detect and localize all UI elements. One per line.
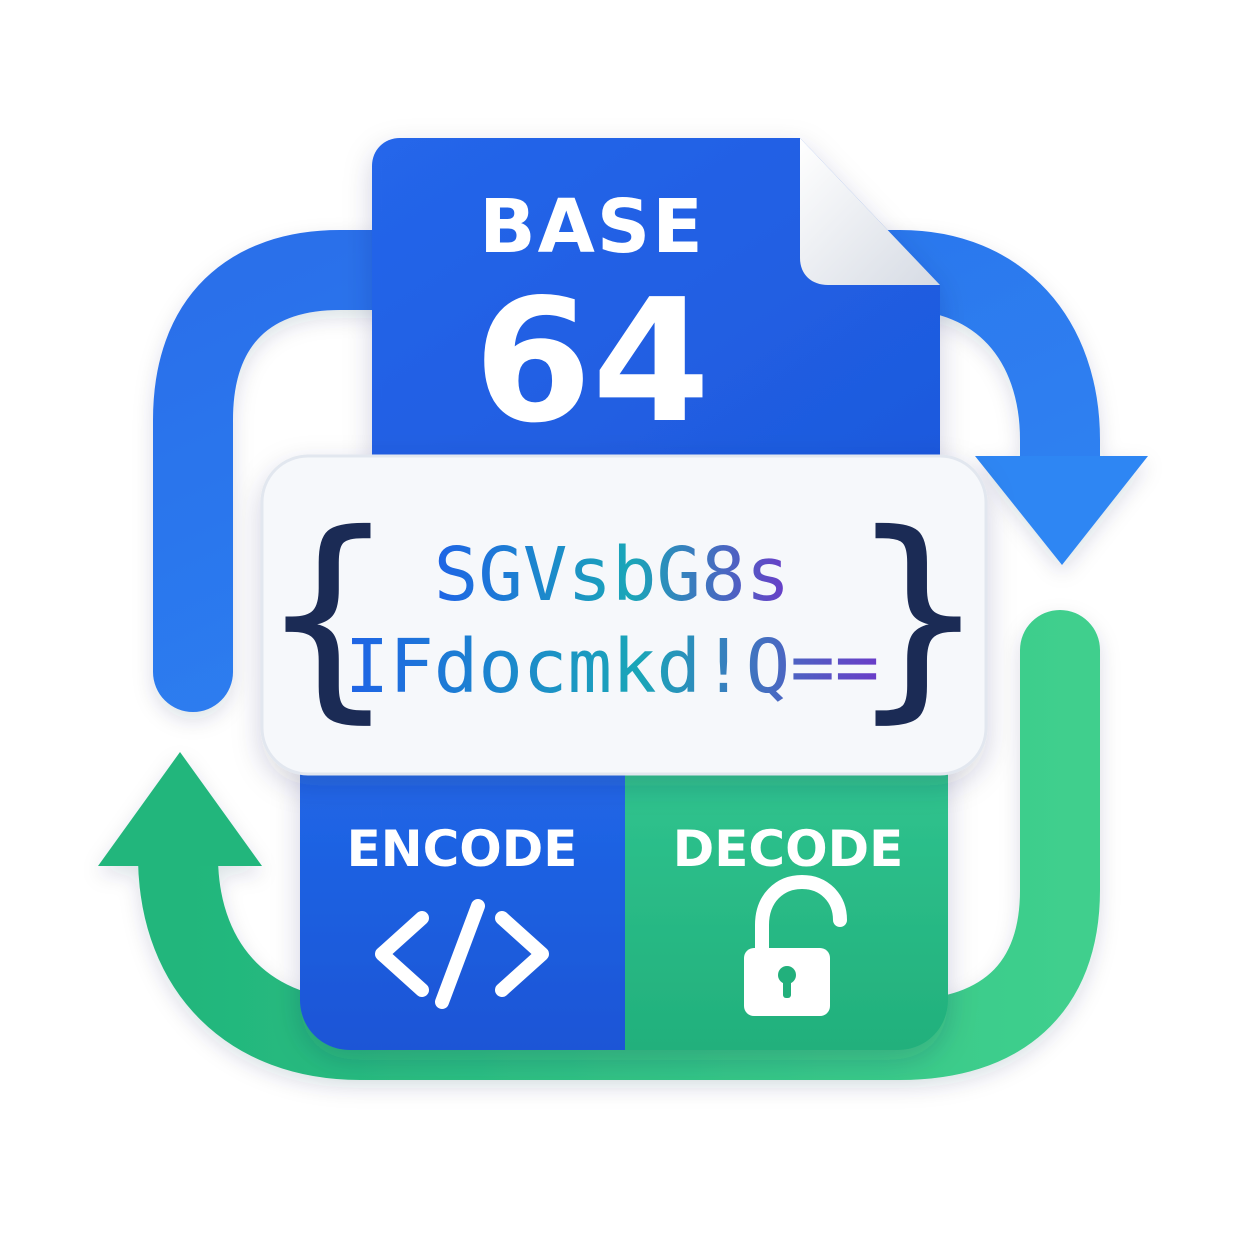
unlocked-padlock-icon: [744, 874, 847, 1016]
code-icon: [375, 899, 549, 1009]
close-brace: }: [852, 486, 984, 742]
title-64: 64: [474, 263, 711, 461]
encode-label: ENCODE: [347, 820, 578, 878]
title-base: BASE: [479, 184, 705, 270]
encoded-string-card: [260, 454, 988, 776]
document-icon: [372, 138, 940, 520]
encoded-line-1: SGVsbG8s: [434, 532, 790, 618]
encode-decode-panel: [300, 760, 948, 1050]
decode-label: DECODE: [673, 820, 904, 878]
encoded-line-2: IFdocmkd!Q==: [345, 624, 880, 710]
open-brace: {: [262, 486, 394, 742]
